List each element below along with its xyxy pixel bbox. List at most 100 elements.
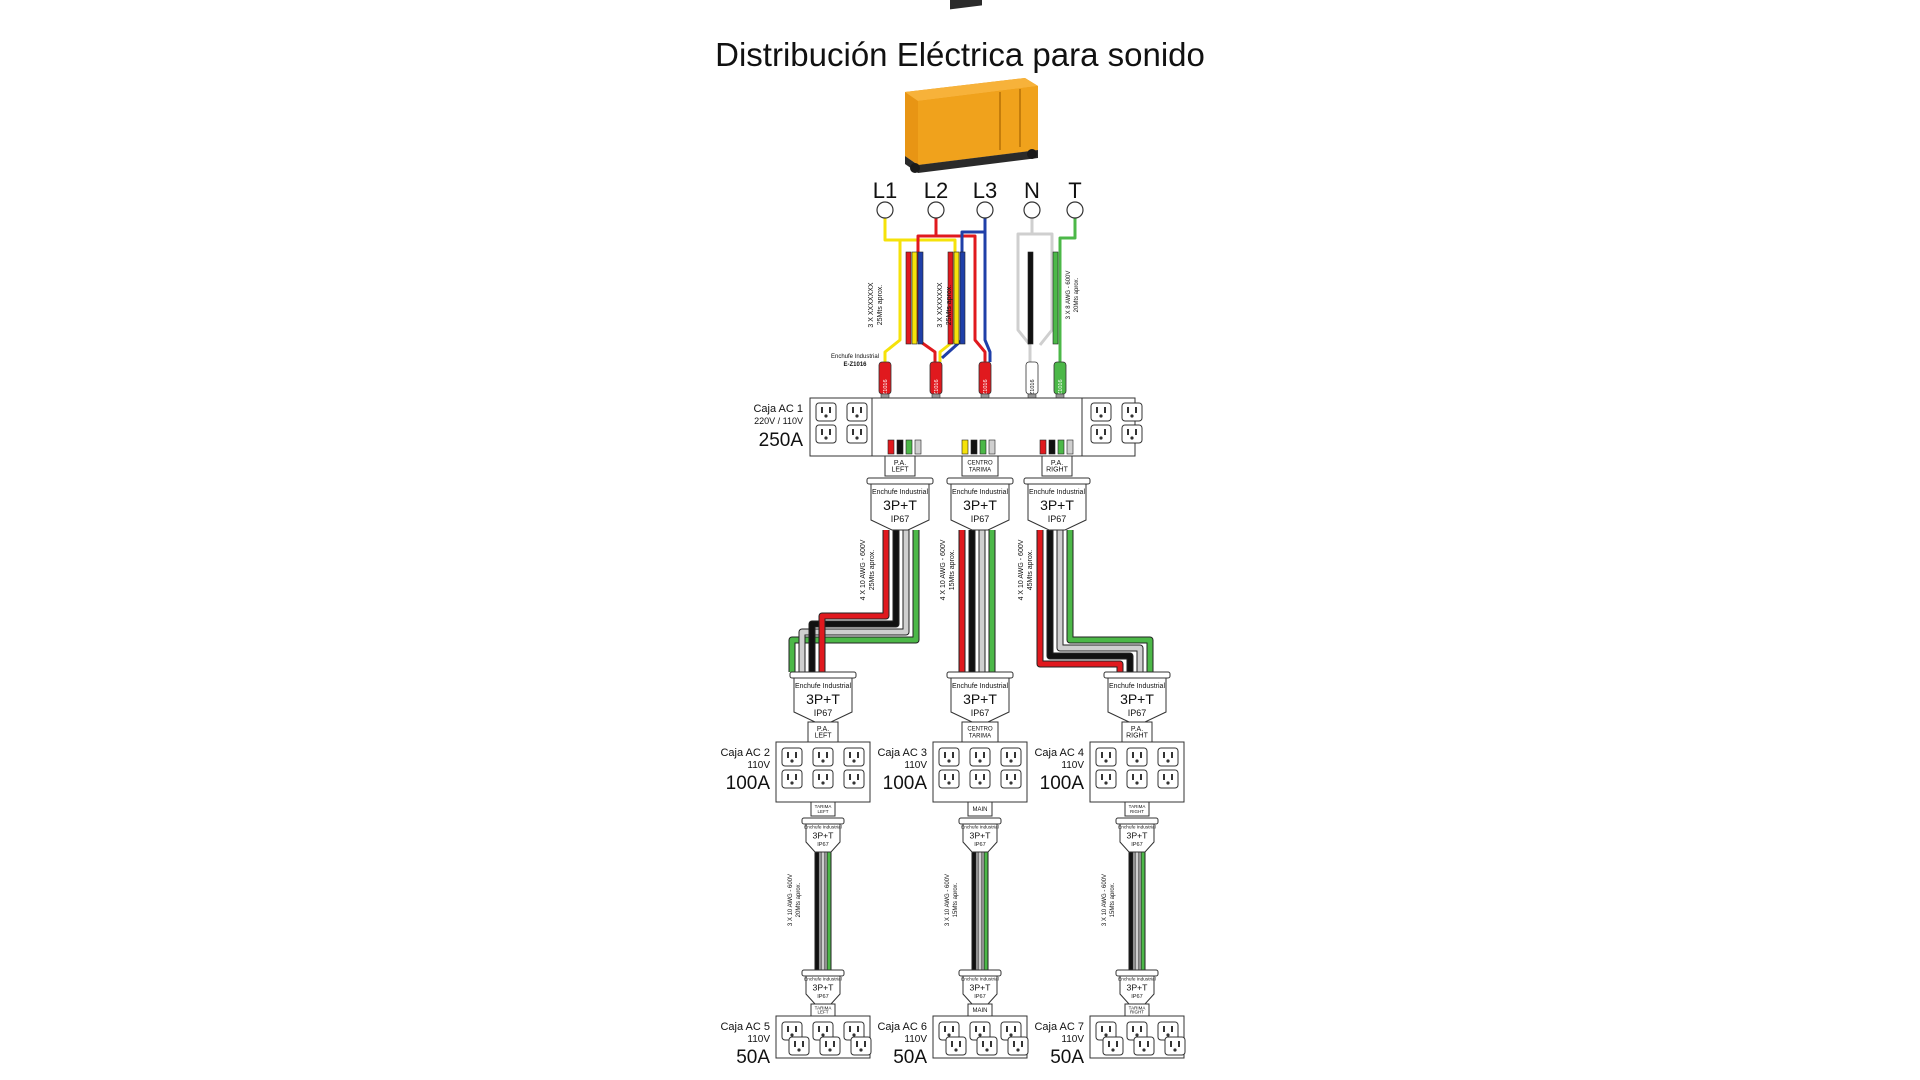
outlet-slot-left	[787, 752, 789, 758]
plug-rating: IP67	[891, 514, 910, 524]
wire-l3-b	[983, 232, 992, 362]
outlet-slot-left	[1006, 1026, 1008, 1032]
outlet-slot-left	[1163, 752, 1165, 758]
outlet-icon	[1095, 747, 1117, 767]
outlet-slot-left	[1096, 407, 1098, 413]
outlet-icon	[1007, 1036, 1029, 1056]
plug-header: Enchufe Industrial	[872, 489, 928, 496]
terminal-l3	[976, 201, 994, 219]
outlet-plate	[1164, 1036, 1186, 1056]
outlet-slot-left	[1170, 1041, 1172, 1047]
plug-rim	[946, 671, 1014, 679]
outlet-slot-left	[1006, 774, 1008, 780]
outlet-slot-right	[857, 752, 859, 758]
cable-right-2	[1057, 530, 1143, 672]
outlet-plate	[1102, 1036, 1124, 1056]
ac4-output-label-text: TARIMA	[1129, 804, 1146, 809]
outlet-icon	[1157, 747, 1179, 767]
outlet-slot-left	[849, 1026, 851, 1032]
outlet-icon	[812, 747, 834, 767]
ac1-out-center-2	[979, 439, 987, 455]
bundle-a-0	[905, 251, 912, 345]
outlet-ground-pin	[790, 1033, 794, 1037]
outlet-plate	[843, 747, 865, 767]
ac2-name: Caja AC 2	[720, 747, 770, 759]
outlet-icon	[969, 747, 991, 767]
outlet-ground-pin	[1016, 1048, 1020, 1052]
plug-type: 3P+T	[1127, 831, 1149, 841]
outlet-icon	[1133, 1036, 1155, 1056]
outlet-slot-left	[849, 774, 851, 780]
outlet-slot-left	[1163, 774, 1165, 780]
plug-rating: IP67	[974, 994, 985, 1000]
outlet-icon	[850, 1036, 872, 1056]
note-center-line1: 4 X 10 AWG - 600V	[940, 539, 947, 600]
outlet-slot-right	[1104, 429, 1106, 435]
outlet-ground-pin	[978, 1033, 982, 1037]
outlet-slot-right	[952, 752, 954, 758]
outlet-slot-left	[1013, 1041, 1015, 1047]
plug-tag-text-2: E-Z1016	[983, 379, 989, 400]
outlet-slot-right	[1171, 774, 1173, 780]
outlet-plate	[1090, 424, 1112, 444]
terminal-l2	[927, 201, 945, 219]
outlet-ground-pin	[1111, 1048, 1115, 1052]
phase-label-t: T	[1068, 178, 1081, 203]
outlet-plate	[850, 1036, 872, 1056]
plug-rim	[866, 477, 934, 485]
plug-type: 3P+T	[970, 983, 992, 993]
ac1-out-left-3	[914, 439, 922, 455]
outlet-slot-right	[860, 407, 862, 413]
ac6-input-label-text: MAIN	[973, 1008, 988, 1014]
cable-left-3	[819, 530, 889, 672]
outlet-slot-right	[833, 1041, 835, 1047]
ac3-input-label-text: TARIMA	[969, 733, 991, 739]
wire-n-b	[1032, 232, 1054, 346]
outlet-slot-left	[818, 1026, 820, 1032]
outlet-icon	[1090, 402, 1112, 422]
outlet-plate	[846, 402, 868, 422]
outlet-ground-pin	[1142, 1048, 1146, 1052]
outlet-ground-pin	[821, 781, 825, 785]
note-b6-line2: 15Mts aprox.	[953, 882, 959, 917]
outlet-slot-left	[982, 1041, 984, 1047]
outlet-plate	[1095, 747, 1117, 767]
outlet-icon	[846, 424, 868, 444]
outlet-plate	[969, 769, 991, 789]
outlet-slot-right	[990, 1041, 992, 1047]
outlet-ground-pin	[797, 1048, 801, 1052]
ac1-out-center-0	[961, 439, 969, 455]
outlet-ground-pin	[859, 1048, 863, 1052]
outlet-icon	[781, 1021, 803, 1041]
outlet-slot-left	[821, 429, 823, 435]
outlet-ground-pin	[978, 759, 982, 763]
outlet-plate	[1095, 769, 1117, 789]
outlet-icon	[843, 769, 865, 789]
bundle-n-0	[1027, 251, 1034, 345]
ac7-amps: 50A	[1050, 1047, 1084, 1068]
outlet-icon	[781, 747, 803, 767]
outlet-ground-pin	[852, 759, 856, 763]
plug-type: 3P+T	[813, 831, 835, 841]
outlet-slot-left	[1139, 1041, 1141, 1047]
ac1-out-left-0	[887, 439, 895, 455]
outlet-slot-right	[1140, 752, 1142, 758]
outlet-plate	[843, 769, 865, 789]
note-feed-a-line1: 3 X XXXXXXX	[868, 282, 875, 327]
outlet-ground-pin	[1099, 414, 1103, 418]
output-pa-right-text: RIGHT	[1046, 467, 1069, 474]
outlet-ground-pin	[821, 759, 825, 763]
outlet-slot-right	[952, 774, 954, 780]
outlet-slot-left	[1163, 1026, 1165, 1032]
plug-rim	[958, 817, 1002, 825]
outlet-plate	[1000, 769, 1022, 789]
outlet-icon	[969, 769, 991, 789]
outlet-slot-right	[1147, 1041, 1149, 1047]
ac3-output-label	[967, 801, 993, 817]
note-left-line1: 4 X 10 AWG - 600V	[860, 539, 867, 600]
phase-label-l1: L1	[873, 178, 897, 203]
